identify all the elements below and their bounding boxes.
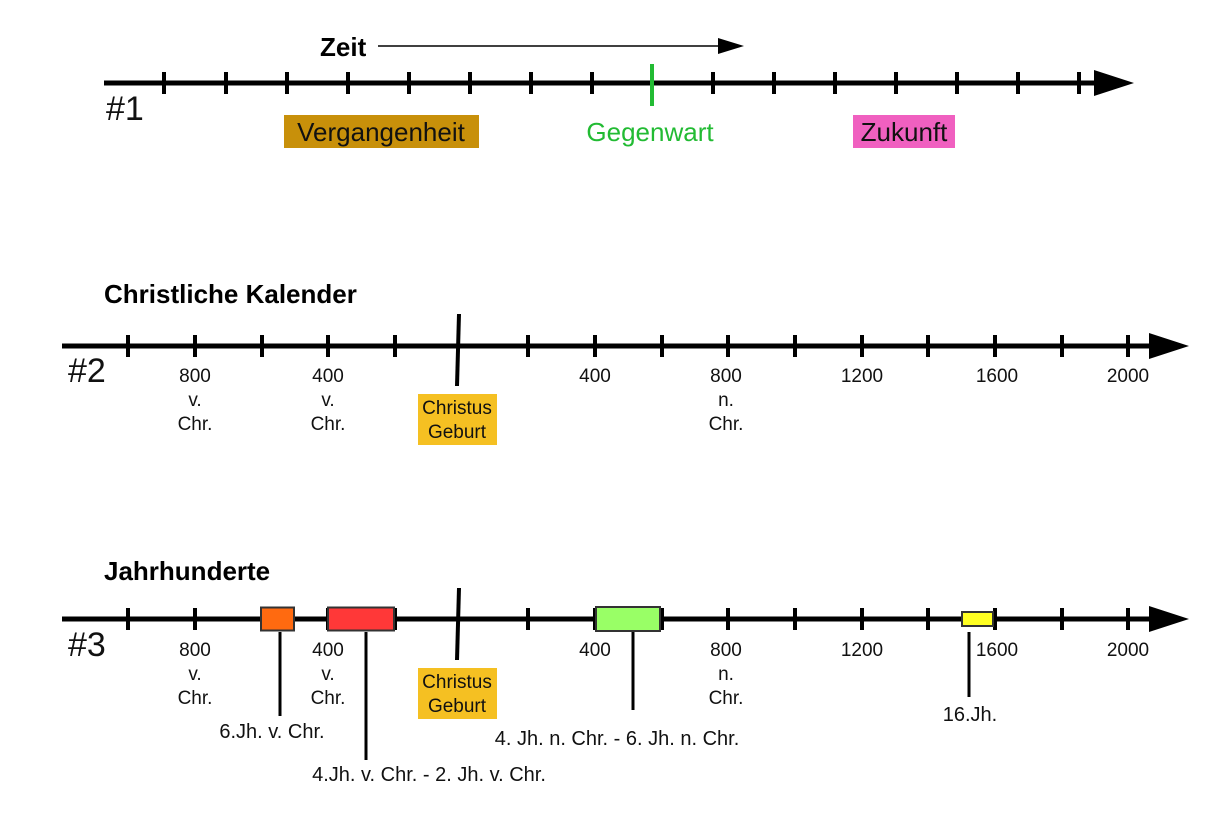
period-caption: 4.Jh. v. Chr. - 2. Jh. v. Chr.	[312, 764, 546, 786]
tick-label: Chr.	[311, 688, 346, 709]
period-caption: 16.Jh.	[943, 704, 997, 726]
tick-labels: 800 v. Chr. 400 v. Chr. 400 800 n. Chr. 1200 1600 20…	[178, 640, 1150, 709]
tick-label: 1600	[976, 640, 1018, 661]
birth-marker	[455, 587, 461, 661]
tick-label: v.	[321, 664, 334, 685]
tick-label: v.	[321, 390, 334, 411]
zeit-arrow-head	[718, 38, 744, 54]
axis-arrow-head	[1149, 333, 1189, 359]
period-captions: 6.Jh. v. Chr. 4.Jh. v. Chr. - 2. Jh. v. C…	[219, 632, 997, 786]
past-highlight	[284, 115, 479, 148]
timeline-number: #1	[106, 90, 144, 128]
future-label: Zukunft	[861, 117, 948, 147]
zeit-label: Zeit	[320, 32, 367, 62]
period-caption: 4. Jh. n. Chr. - 6. Jh. n. Chr.	[495, 728, 740, 750]
tick-label: Chr.	[311, 414, 346, 435]
tick-label: 1200	[841, 640, 883, 661]
tick-label: 1200	[841, 366, 883, 387]
tick-label: n.	[718, 664, 734, 685]
tick-label: 2000	[1107, 366, 1149, 387]
tick-label: n.	[718, 390, 734, 411]
period-caption: 6.Jh. v. Chr.	[219, 721, 324, 743]
tick-label: 400	[312, 366, 344, 387]
past-label: Vergangenheit	[297, 117, 465, 147]
tick-label: Chr.	[178, 688, 213, 709]
tick-labels: 800 v. Chr. 400 v. Chr. 400 800 n. Chr. 1200 1600 20…	[178, 366, 1150, 435]
timeline-number: #3	[68, 626, 106, 664]
tick-label: Chr.	[709, 688, 744, 709]
timeline-number: #2	[68, 352, 106, 390]
birth-label-line: Christus	[422, 398, 492, 419]
future-highlight	[853, 115, 955, 148]
tick-label: v.	[188, 390, 201, 411]
tick-label: 400	[579, 640, 611, 661]
birth-marker	[455, 313, 461, 387]
birth-label-line: Geburt	[428, 696, 487, 717]
axis-ticks	[162, 72, 1081, 94]
timeline-3-title: Jahrhunderte	[104, 556, 270, 586]
tick-label: Chr.	[709, 414, 744, 435]
period-bar	[327, 606, 395, 632]
timeline-2-title: Christliche Kalender	[104, 279, 357, 309]
birth-highlight	[418, 394, 497, 445]
axis-ticks	[126, 335, 1130, 357]
tick-label: v.	[188, 664, 201, 685]
tick-label: 1600	[976, 366, 1018, 387]
axis-arrow-head	[1149, 606, 1189, 632]
present-label: Gegenwart	[586, 117, 714, 147]
tick-label: 800	[179, 366, 211, 387]
period-bar	[260, 606, 295, 632]
tick-label: 400	[312, 640, 344, 661]
birth-highlight	[418, 668, 497, 719]
tick-label: 2000	[1107, 640, 1149, 661]
birth-label-line: Christus	[422, 672, 492, 693]
axis-arrow-head	[1094, 70, 1134, 96]
birth-label-line: Geburt	[428, 422, 487, 443]
tick-label: Chr.	[178, 414, 213, 435]
tick-label: 800	[710, 366, 742, 387]
tick-label: 400	[579, 366, 611, 387]
tick-label: 800	[710, 640, 742, 661]
timeline-2: Christliche Kalender #2 800 v. Chr. 400 v. Ch…	[62, 279, 1189, 445]
tick-label: 800	[179, 640, 211, 661]
period-bar	[595, 606, 661, 632]
timeline-1: Zeit #1 Vergangenheit Gegenwart Zukunft	[104, 32, 1134, 148]
period-bars	[260, 606, 994, 632]
period-bar	[961, 611, 994, 627]
